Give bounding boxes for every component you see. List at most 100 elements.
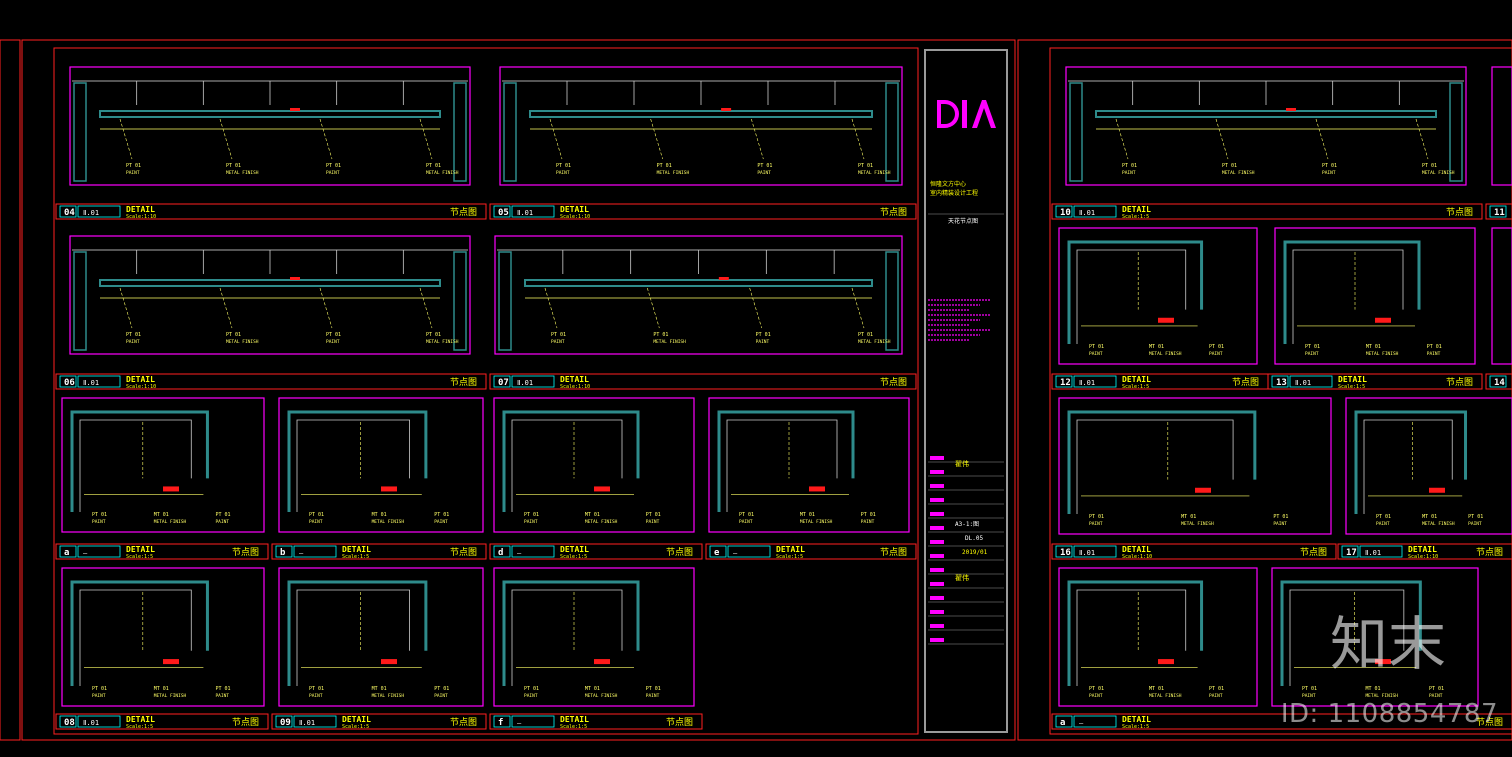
field-label [930,540,944,544]
detail-label: DETAIL [776,545,805,554]
light-fixture [1158,659,1174,665]
detail-number-box [1341,545,1359,558]
annotation-paint: PAINT [92,519,106,525]
title-bar [924,49,1008,733]
annotation-code: PT 01 [646,512,661,518]
detail-scale: Scale:1:5 [776,554,803,560]
annotation-code: PT 01 [1122,163,1137,169]
leader-line [1315,118,1329,160]
light-fixture [1375,317,1391,323]
detail-label: DETAIL [126,545,155,554]
node-label: 节点图 [232,717,259,728]
ceiling-board [99,279,441,287]
annotation-code: PT 01 [1302,686,1317,692]
detail-number: d [498,548,503,558]
detail-ref: Ⅱ.01 [517,209,533,217]
light-fixture [163,659,179,665]
annotation-paint: METAL FINISH [154,519,187,525]
wall-corner [287,580,428,686]
annotation-code: PT 01 [215,512,230,518]
annotation-code: PT 01 [524,512,539,518]
panel-border [1058,397,1332,535]
sheet-size: A3-1:图 [955,521,979,528]
annotation-paint: PAINT [1209,351,1223,357]
leader-line [319,287,333,329]
wall-corner [1283,240,1421,344]
light-fixture [1286,108,1296,111]
light-fixture [381,486,397,492]
field-label [930,456,944,460]
annotation-paint: METAL FINISH [1422,170,1455,176]
annotation-code: PT 01 [757,163,772,169]
detail-label: DETAIL [1338,375,1367,384]
annotation-code: MT 01 [1149,344,1164,350]
detail-ref: — [83,549,88,557]
light-fixture [163,486,179,492]
annotation-paint: PAINT [757,170,771,176]
detail-ref: Ⅱ.01 [83,719,99,727]
strip-frame [489,373,917,390]
annotation-paint: METAL FINISH [1181,521,1214,527]
detail-number-box [59,375,77,388]
left-sheet-edge [0,39,21,741]
annotation-paint: PAINT [524,519,538,525]
annotation-paint: METAL FINISH [1365,693,1398,699]
panel-border [493,567,695,707]
annotation-code: PT 01 [756,332,771,338]
detail-ref-box [1073,205,1117,218]
wall-section [885,82,899,182]
detail-panel [1491,227,1512,365]
detail-ref: Ⅱ.01 [1079,549,1095,557]
ceiling-board [529,110,873,118]
leader-line [419,287,433,329]
annotation-paint: PAINT [1122,170,1136,176]
detail-number-box [275,545,293,558]
detail-ref: Ⅱ.01 [83,209,99,217]
detail-ref: Ⅱ.01 [1079,379,1095,387]
drawing-date: 2019/01 [962,549,988,556]
detail-number: a [64,548,69,558]
detail-ref-box [511,205,555,218]
watermark-logo: 知末 [1329,610,1446,678]
detail-number-box [59,715,77,728]
detail-ref: Ⅱ.01 [517,379,533,387]
panel-border [1345,397,1512,535]
wall-corner [1067,580,1204,686]
panel-border [1274,227,1476,365]
strip-frame [1051,543,1337,560]
finish-layer [511,589,623,686]
detail-ref-box [293,715,337,728]
dia-logo [937,100,996,128]
field-label [930,498,944,502]
detail-number: 10 [1060,208,1071,218]
detail-ref: Ⅱ.01 [1295,379,1311,387]
detail-number: 08 [64,718,75,728]
annotation-code: PT 01 [226,332,241,338]
wall-section [885,251,899,351]
annotation-paint: METAL FINISH [858,339,891,345]
detail-title-strip: 14 [1485,373,1512,390]
detail-ref: Ⅱ.01 [83,379,99,387]
panel-border [278,397,484,533]
detail-label: DETAIL [1122,375,1151,384]
wall-corner [502,580,640,686]
light-fixture [594,486,610,492]
wall-corner [1067,240,1204,344]
leader-line [1415,118,1429,160]
detail-label: DETAIL [1122,715,1151,724]
detail-ref-box [1073,715,1117,728]
detail-ref: — [733,549,738,557]
wall-corner [70,410,209,512]
wall-section [503,82,517,182]
annotation-paint: PAINT [1305,351,1319,357]
annotation-code: PT 01 [309,512,324,518]
